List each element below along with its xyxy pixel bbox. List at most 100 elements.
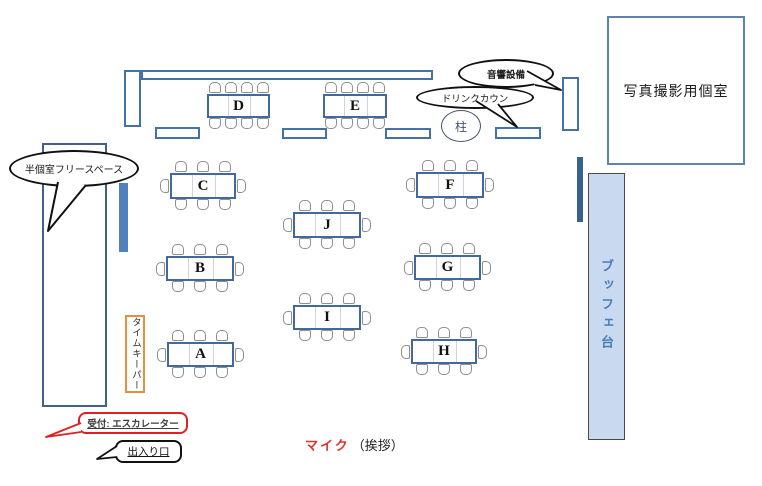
table-H: H <box>401 327 487 375</box>
chair-icon <box>215 244 228 255</box>
table-I: I <box>283 293 371 341</box>
chair-icon <box>193 244 206 255</box>
chair-icon <box>196 161 209 172</box>
chair-icon <box>283 310 292 325</box>
chair-icon <box>298 293 311 304</box>
chair-icon <box>362 310 371 325</box>
table-label: I <box>324 309 330 325</box>
pillar: 柱 <box>441 110 481 142</box>
sound-equipment-panel <box>562 77 579 131</box>
table-A: A <box>157 330 244 378</box>
chair-icon <box>357 82 369 93</box>
chair-icon <box>218 199 231 210</box>
table-label: C <box>197 177 209 194</box>
table-F: F <box>406 160 494 209</box>
chair-icon <box>421 198 434 209</box>
mic-label: マイク <box>305 438 350 453</box>
table-G: G <box>404 243 491 291</box>
chair-icon <box>443 160 456 171</box>
chair-icon <box>194 367 206 378</box>
chair-icon <box>341 118 353 129</box>
chair-icon <box>174 161 187 172</box>
buffet-table: ブッフェ台 <box>588 173 625 440</box>
buffet-label: ブッフェ台 <box>599 259 614 354</box>
table-label: A <box>195 346 206 362</box>
chair-icon <box>419 243 431 254</box>
photo-room: 写真撮影用個室 <box>607 16 745 165</box>
chair-icon <box>404 260 413 275</box>
chair-icon <box>342 293 355 304</box>
chair-icon <box>174 199 187 210</box>
chair-icon <box>459 327 472 338</box>
drink-counter-bubble: ドリンクカウン <box>416 86 534 109</box>
chair-icon <box>283 218 292 232</box>
table-mid-cell <box>189 344 214 365</box>
table-mid-cell <box>344 96 368 116</box>
chair-icon <box>463 243 475 254</box>
chair-icon <box>224 82 237 93</box>
chair-icon <box>235 347 244 362</box>
top-wall-end-cap <box>124 70 141 127</box>
table-mid-cell <box>436 257 461 278</box>
table-mid-cell <box>438 174 464 196</box>
chair-icon <box>415 364 428 375</box>
chair-icon <box>171 244 184 255</box>
chair-icon <box>443 198 456 209</box>
table-mid-cell <box>315 214 341 236</box>
table-mid-cell <box>188 258 214 279</box>
table-label: J <box>323 216 331 233</box>
pillar-label: 柱 <box>454 119 467 134</box>
chair-icon <box>406 178 415 192</box>
table-E: E <box>323 82 387 129</box>
table-J: J <box>283 200 371 249</box>
chair-icon <box>342 200 355 211</box>
chair-icon <box>320 293 333 304</box>
chair-icon <box>172 330 184 341</box>
chair-icon <box>298 238 311 249</box>
table-mid-cell <box>432 341 458 362</box>
free-space-bubble: 半個室フリースペース <box>9 150 139 187</box>
table-label: D <box>233 97 244 114</box>
chair-icon <box>224 118 237 129</box>
side-counter-1 <box>155 127 200 139</box>
chair-icon <box>362 218 371 232</box>
chair-icon <box>215 281 228 292</box>
chair-icon <box>256 118 269 129</box>
chair-icon <box>437 327 450 338</box>
chair-icon <box>478 344 487 359</box>
chair-icon <box>342 330 355 341</box>
chair-icon <box>441 280 453 291</box>
table-label: G <box>441 259 454 275</box>
side-counter-3 <box>385 128 431 139</box>
entrance-label: 出入り口 <box>127 446 170 458</box>
chair-icon <box>240 118 253 129</box>
chair-icon <box>465 160 478 171</box>
free-space-label: 半個室フリースペース <box>24 165 124 176</box>
chair-icon <box>208 118 221 129</box>
chair-icon <box>237 179 246 193</box>
chair-icon <box>325 82 337 93</box>
chair-icon <box>196 199 209 210</box>
chair-icon <box>193 281 206 292</box>
chair-icon <box>421 160 434 171</box>
chair-icon <box>373 82 385 93</box>
partition-bar-left <box>119 183 128 252</box>
chair-icon <box>298 200 311 211</box>
table-mid-cell <box>227 96 252 116</box>
chair-icon <box>240 82 253 93</box>
chair-icon <box>320 200 333 211</box>
chair-icon <box>194 330 206 341</box>
chair-icon <box>482 260 491 275</box>
chair-icon <box>325 118 337 129</box>
chair-icon <box>320 238 333 249</box>
entrance-callout: 出入り口 <box>115 440 182 463</box>
table-mid-cell <box>315 307 341 328</box>
table-label: H <box>438 343 450 359</box>
chair-icon <box>341 82 353 93</box>
chair-icon <box>320 330 333 341</box>
table-label: F <box>445 176 455 193</box>
table-C: C <box>160 161 246 210</box>
table-label: E <box>349 97 360 114</box>
partition-bar-right <box>577 157 583 222</box>
